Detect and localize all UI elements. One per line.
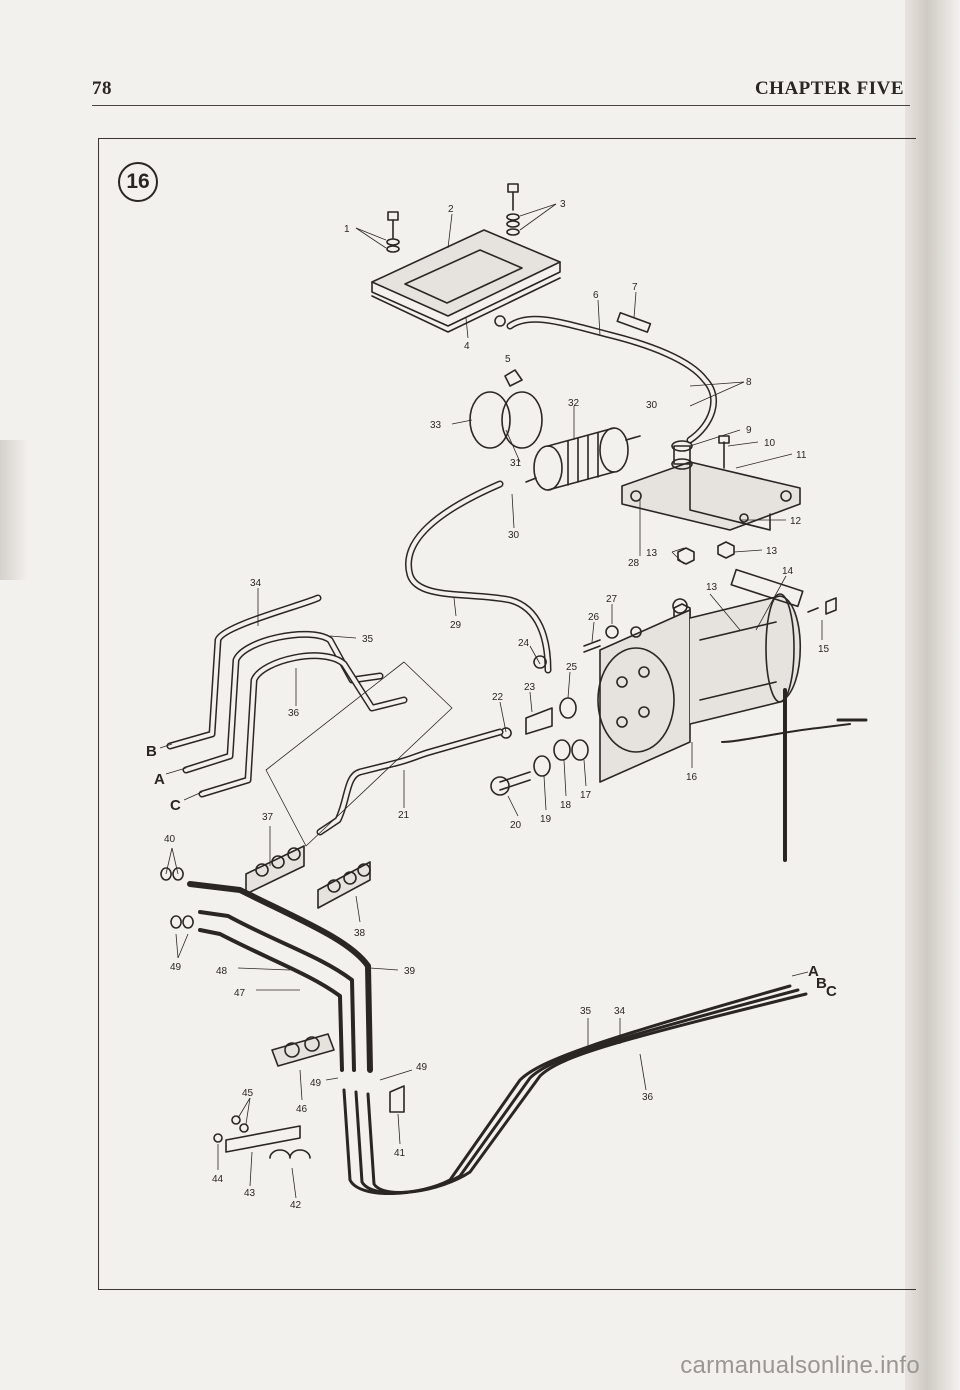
callout-45: 45 — [242, 1088, 254, 1099]
callout-33: 33 — [430, 420, 442, 431]
callout-8: 8 — [746, 377, 752, 388]
callout-6: 6 — [593, 290, 599, 301]
callout-13a: 13 — [646, 548, 658, 559]
callout-4: 4 — [464, 341, 470, 352]
pipes-39-47-48 — [187, 881, 373, 1073]
callout-32: 32 — [568, 398, 580, 409]
callout-25: 25 — [566, 662, 578, 673]
chapter-title: CHAPTER FIVE — [754, 78, 904, 99]
callout-19: 19 — [540, 814, 552, 825]
callout-24: 24 — [518, 638, 530, 649]
callout-21: 21 — [398, 810, 410, 821]
callout-49b: 49 — [310, 1078, 322, 1089]
callout-36b: 36 — [642, 1092, 654, 1103]
callout-35a: 35 — [362, 634, 374, 645]
callout-48: 48 — [216, 966, 228, 977]
callout-13b: 13 — [766, 546, 778, 557]
header-rule — [92, 105, 910, 106]
pipe-21 — [316, 728, 504, 836]
rubber-mount-9 — [671, 435, 730, 470]
callout-49a: 49 — [170, 962, 182, 973]
fuel-filter-32 — [525, 427, 641, 491]
figure-frame — [98, 138, 916, 1290]
callout-10: 10 — [764, 438, 776, 449]
callout-49c: 49 — [416, 1062, 428, 1073]
binding-shadow — [0, 440, 28, 580]
page-number: 78 — [92, 78, 112, 99]
callout-15: 15 — [818, 644, 830, 655]
filter-clamp-33 — [469, 369, 543, 449]
callout-41: 41 — [394, 1148, 406, 1159]
line-end-b-left: B — [146, 743, 157, 760]
bolt-1 — [386, 211, 400, 253]
callout-13c: 13 — [706, 582, 718, 593]
callout-47: 47 — [234, 988, 246, 999]
callout-7: 7 — [632, 282, 638, 293]
callout-2: 2 — [448, 204, 454, 215]
callout-27: 27 — [606, 594, 618, 605]
callout-20: 20 — [510, 820, 522, 831]
callout-11: 11 — [796, 450, 807, 461]
callout-46: 46 — [296, 1104, 308, 1115]
callout-44: 44 — [212, 1174, 224, 1185]
callout-36a: 36 — [288, 708, 300, 719]
callout-38: 38 — [354, 928, 366, 939]
clamps-41-46 — [213, 1033, 405, 1159]
callout-23: 23 — [524, 682, 536, 693]
callout-16: 16 — [686, 772, 698, 783]
callout-35b: 35 — [580, 1006, 592, 1017]
callout-31: 31 — [510, 458, 522, 469]
callout-17: 17 — [580, 790, 592, 801]
nuts-13 — [673, 541, 735, 621]
callout-40: 40 — [164, 834, 176, 845]
line-end-c-right: C — [826, 983, 837, 1000]
leader-lines — [159, 203, 823, 1199]
callout-29: 29 — [450, 620, 462, 631]
callout-34b: 34 — [614, 1006, 626, 1017]
callout-1: 1 — [344, 224, 350, 235]
callout-labels: 1 2 3 4 5 6 7 8 9 10 11 12 13 13 13 14 1… — [146, 199, 837, 1211]
callout-3: 3 — [560, 199, 566, 210]
fitting-7 — [616, 311, 652, 333]
callout-37: 37 — [262, 812, 274, 823]
page-shadow — [905, 0, 960, 1390]
line-end-a-right: A — [808, 963, 819, 980]
callout-26: 26 — [588, 612, 600, 623]
line-end-c-left: C — [170, 797, 181, 814]
bolt-3 — [506, 183, 520, 236]
fittings-17-27 — [490, 597, 837, 796]
callout-42: 42 — [290, 1200, 302, 1211]
callout-22: 22 — [492, 692, 504, 703]
callout-30a: 30 — [646, 400, 658, 411]
watermark: carmanualsonline.info — [680, 1352, 920, 1379]
line-end-b-right: B — [816, 975, 827, 992]
callout-34a: 34 — [250, 578, 262, 589]
line-end-a-left: A — [154, 771, 165, 788]
callout-9: 9 — [746, 425, 752, 436]
pipes-34-35-36 — [166, 594, 408, 798]
clip-5 — [494, 315, 506, 327]
compressor-16 — [597, 568, 804, 783]
figure-number-badge: 16 — [118, 162, 158, 202]
callout-5: 5 — [505, 354, 511, 365]
mounting-pad — [371, 229, 561, 333]
clamps-37-38 — [245, 845, 371, 909]
callout-12: 12 — [790, 516, 802, 527]
callout-14: 14 — [782, 566, 794, 577]
callout-18: 18 — [560, 800, 572, 811]
clips-49 — [170, 915, 194, 929]
lines-a-b-c — [342, 984, 808, 1196]
callout-39: 39 — [404, 966, 416, 977]
callout-28: 28 — [628, 558, 640, 569]
clips-40 — [160, 867, 184, 881]
callout-30b: 30 — [508, 530, 520, 541]
callout-43: 43 — [244, 1188, 256, 1199]
